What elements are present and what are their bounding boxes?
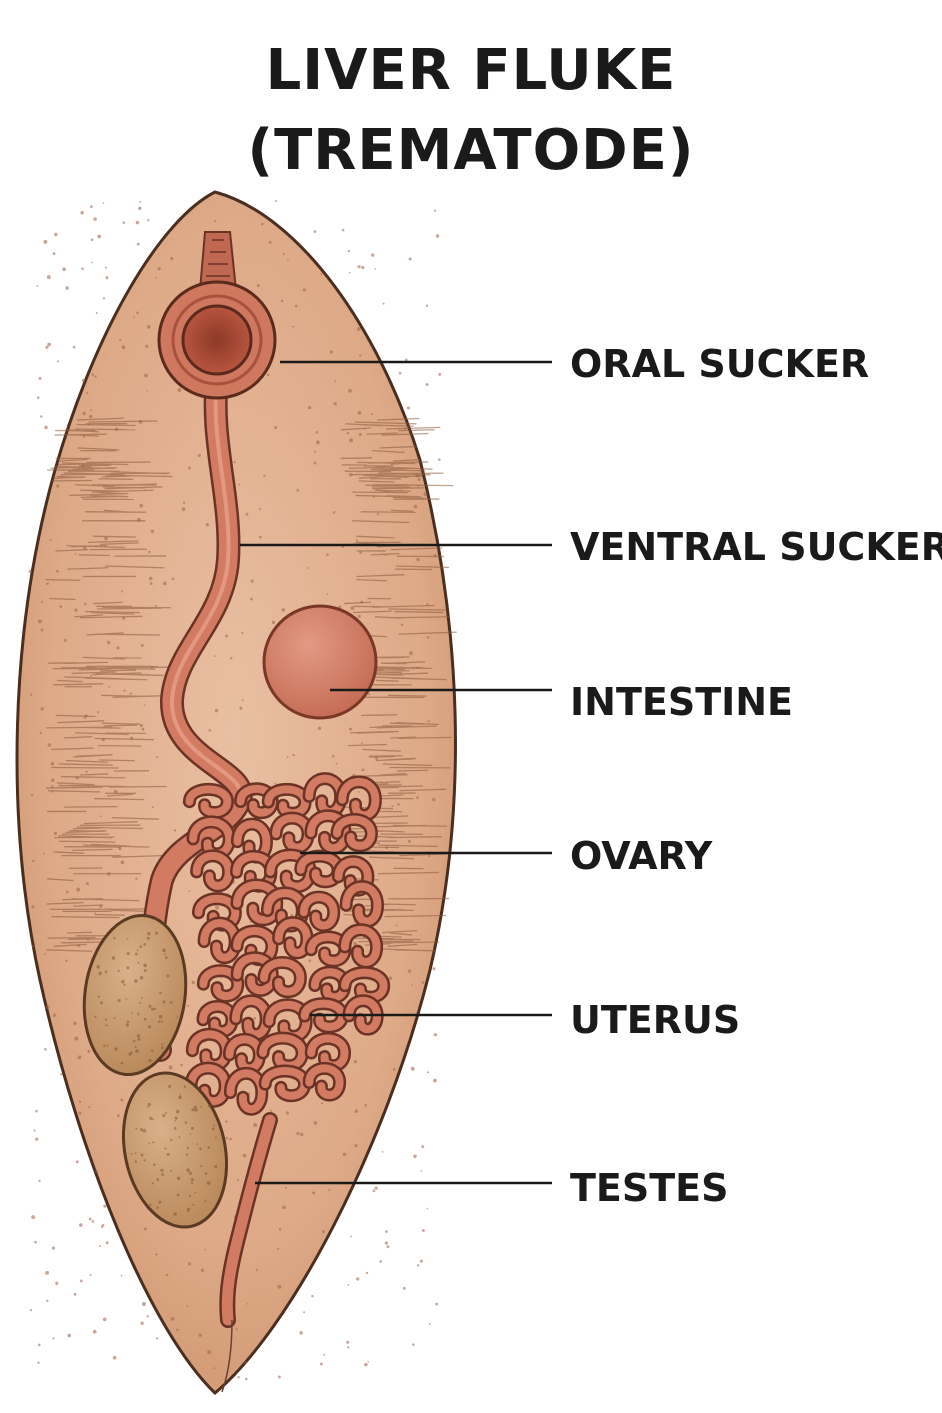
label-oral-sucker: ORAL SUCKER xyxy=(570,342,870,386)
uterus-coils xyxy=(182,772,391,1116)
ovary xyxy=(262,604,378,720)
testis-upper xyxy=(82,913,188,1077)
diagram-title: LIVER FLUKE xyxy=(265,38,677,103)
label-testes: TESTES xyxy=(570,1166,729,1210)
diagram-subtitle: (TREMATODE) xyxy=(247,118,695,183)
label-intestine: INTESTINE xyxy=(570,680,794,724)
label-ovary: OVARY xyxy=(570,834,713,878)
label-ventral-sucker: VENTRAL SUCKER xyxy=(570,525,942,569)
testis-lower xyxy=(121,1071,229,1229)
label-uterus: UTERUS xyxy=(570,998,741,1042)
